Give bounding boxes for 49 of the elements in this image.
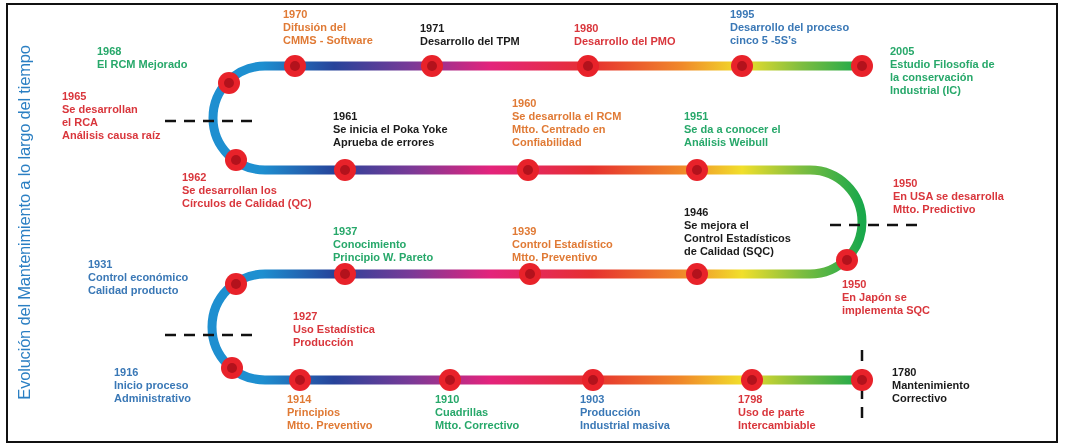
year-label: 1995 <box>730 8 755 21</box>
event-description: Difusión del CMMS - Software <box>283 21 373 47</box>
event-description: Control Estadístico Mtto. Preventivo <box>512 238 613 264</box>
event-description: Se mejora el Control Estadísticos de Calidad (SQC) <box>684 219 791 258</box>
year-label: 1961 <box>333 110 358 123</box>
vertical-title: Evolución del Mantenimiento a lo largo del tiempo <box>14 44 34 400</box>
event-description: Cuadrillas Mtto. Correctivo <box>435 406 520 432</box>
event-description: En USA se desarrolla Mtto. Predictivo <box>893 190 1004 216</box>
event-description: Producción Industrial masiva <box>580 406 670 432</box>
year-label: 1950 <box>842 278 867 291</box>
event-description: Se desarrolla el RCM Mtto. Centrado en Confiabilidad <box>512 110 622 149</box>
year-label: 1927 <box>293 310 318 323</box>
event-description: Se desarrollan los Círculos de Calidad (QC) <box>182 184 312 210</box>
event-description: Control económico Calidad producto <box>88 271 189 297</box>
event-description: Uso de parte Intercambiable <box>738 406 816 432</box>
event-description: En Japón se implementa SQC <box>842 291 931 317</box>
year-label: 1903 <box>580 393 605 406</box>
event-description: Estudio Filosofía de la conservación Industrial (IC) <box>890 58 995 97</box>
event-description: Conocimiento Principio W. Pareto <box>333 238 434 264</box>
year-label: 1960 <box>512 97 537 110</box>
event-description: Desarrollo del TPM <box>420 35 520 48</box>
year-label: 1939 <box>512 225 537 238</box>
event-description: Desarrollo del PMO <box>574 35 676 48</box>
event-description: Inicio proceso Administrativo <box>114 379 191 405</box>
year-label: 1971 <box>420 22 445 35</box>
year-label: 1968 <box>97 45 122 58</box>
year-label: 1780 <box>892 366 917 379</box>
year-label: 1916 <box>114 366 139 379</box>
event-description: Se inicia el Poka Yoke Aprueba de errores <box>333 123 448 149</box>
year-label: 1965 <box>62 90 87 103</box>
year-label: 1950 <box>893 177 918 190</box>
event-description: Uso Estadística Producción <box>293 323 375 349</box>
year-label: 1910 <box>435 393 460 406</box>
event-description: El RCM Mejorado <box>97 58 188 71</box>
year-label: 1962 <box>182 171 207 184</box>
event-description: Mantenimiento Correctivo <box>892 379 970 405</box>
year-label: 1951 <box>684 110 709 123</box>
event-description: Se desarrollan el RCA Análisis causa raíz <box>62 103 161 142</box>
event-description: Principios Mtto. Preventivo <box>287 406 373 432</box>
year-label: 1946 <box>684 206 709 219</box>
year-label: 1980 <box>574 22 599 35</box>
event-description: Se da a conocer el Análisis Weibull <box>684 123 781 149</box>
year-label: 1970 <box>283 8 308 21</box>
event-description: Desarrollo del proceso cinco 5 -5S’s <box>730 21 850 47</box>
year-label: 1914 <box>287 393 312 406</box>
year-label: 1798 <box>738 393 763 406</box>
year-label: 1931 <box>88 258 113 271</box>
year-label: 1937 <box>333 225 358 238</box>
year-label: 2005 <box>890 45 915 58</box>
